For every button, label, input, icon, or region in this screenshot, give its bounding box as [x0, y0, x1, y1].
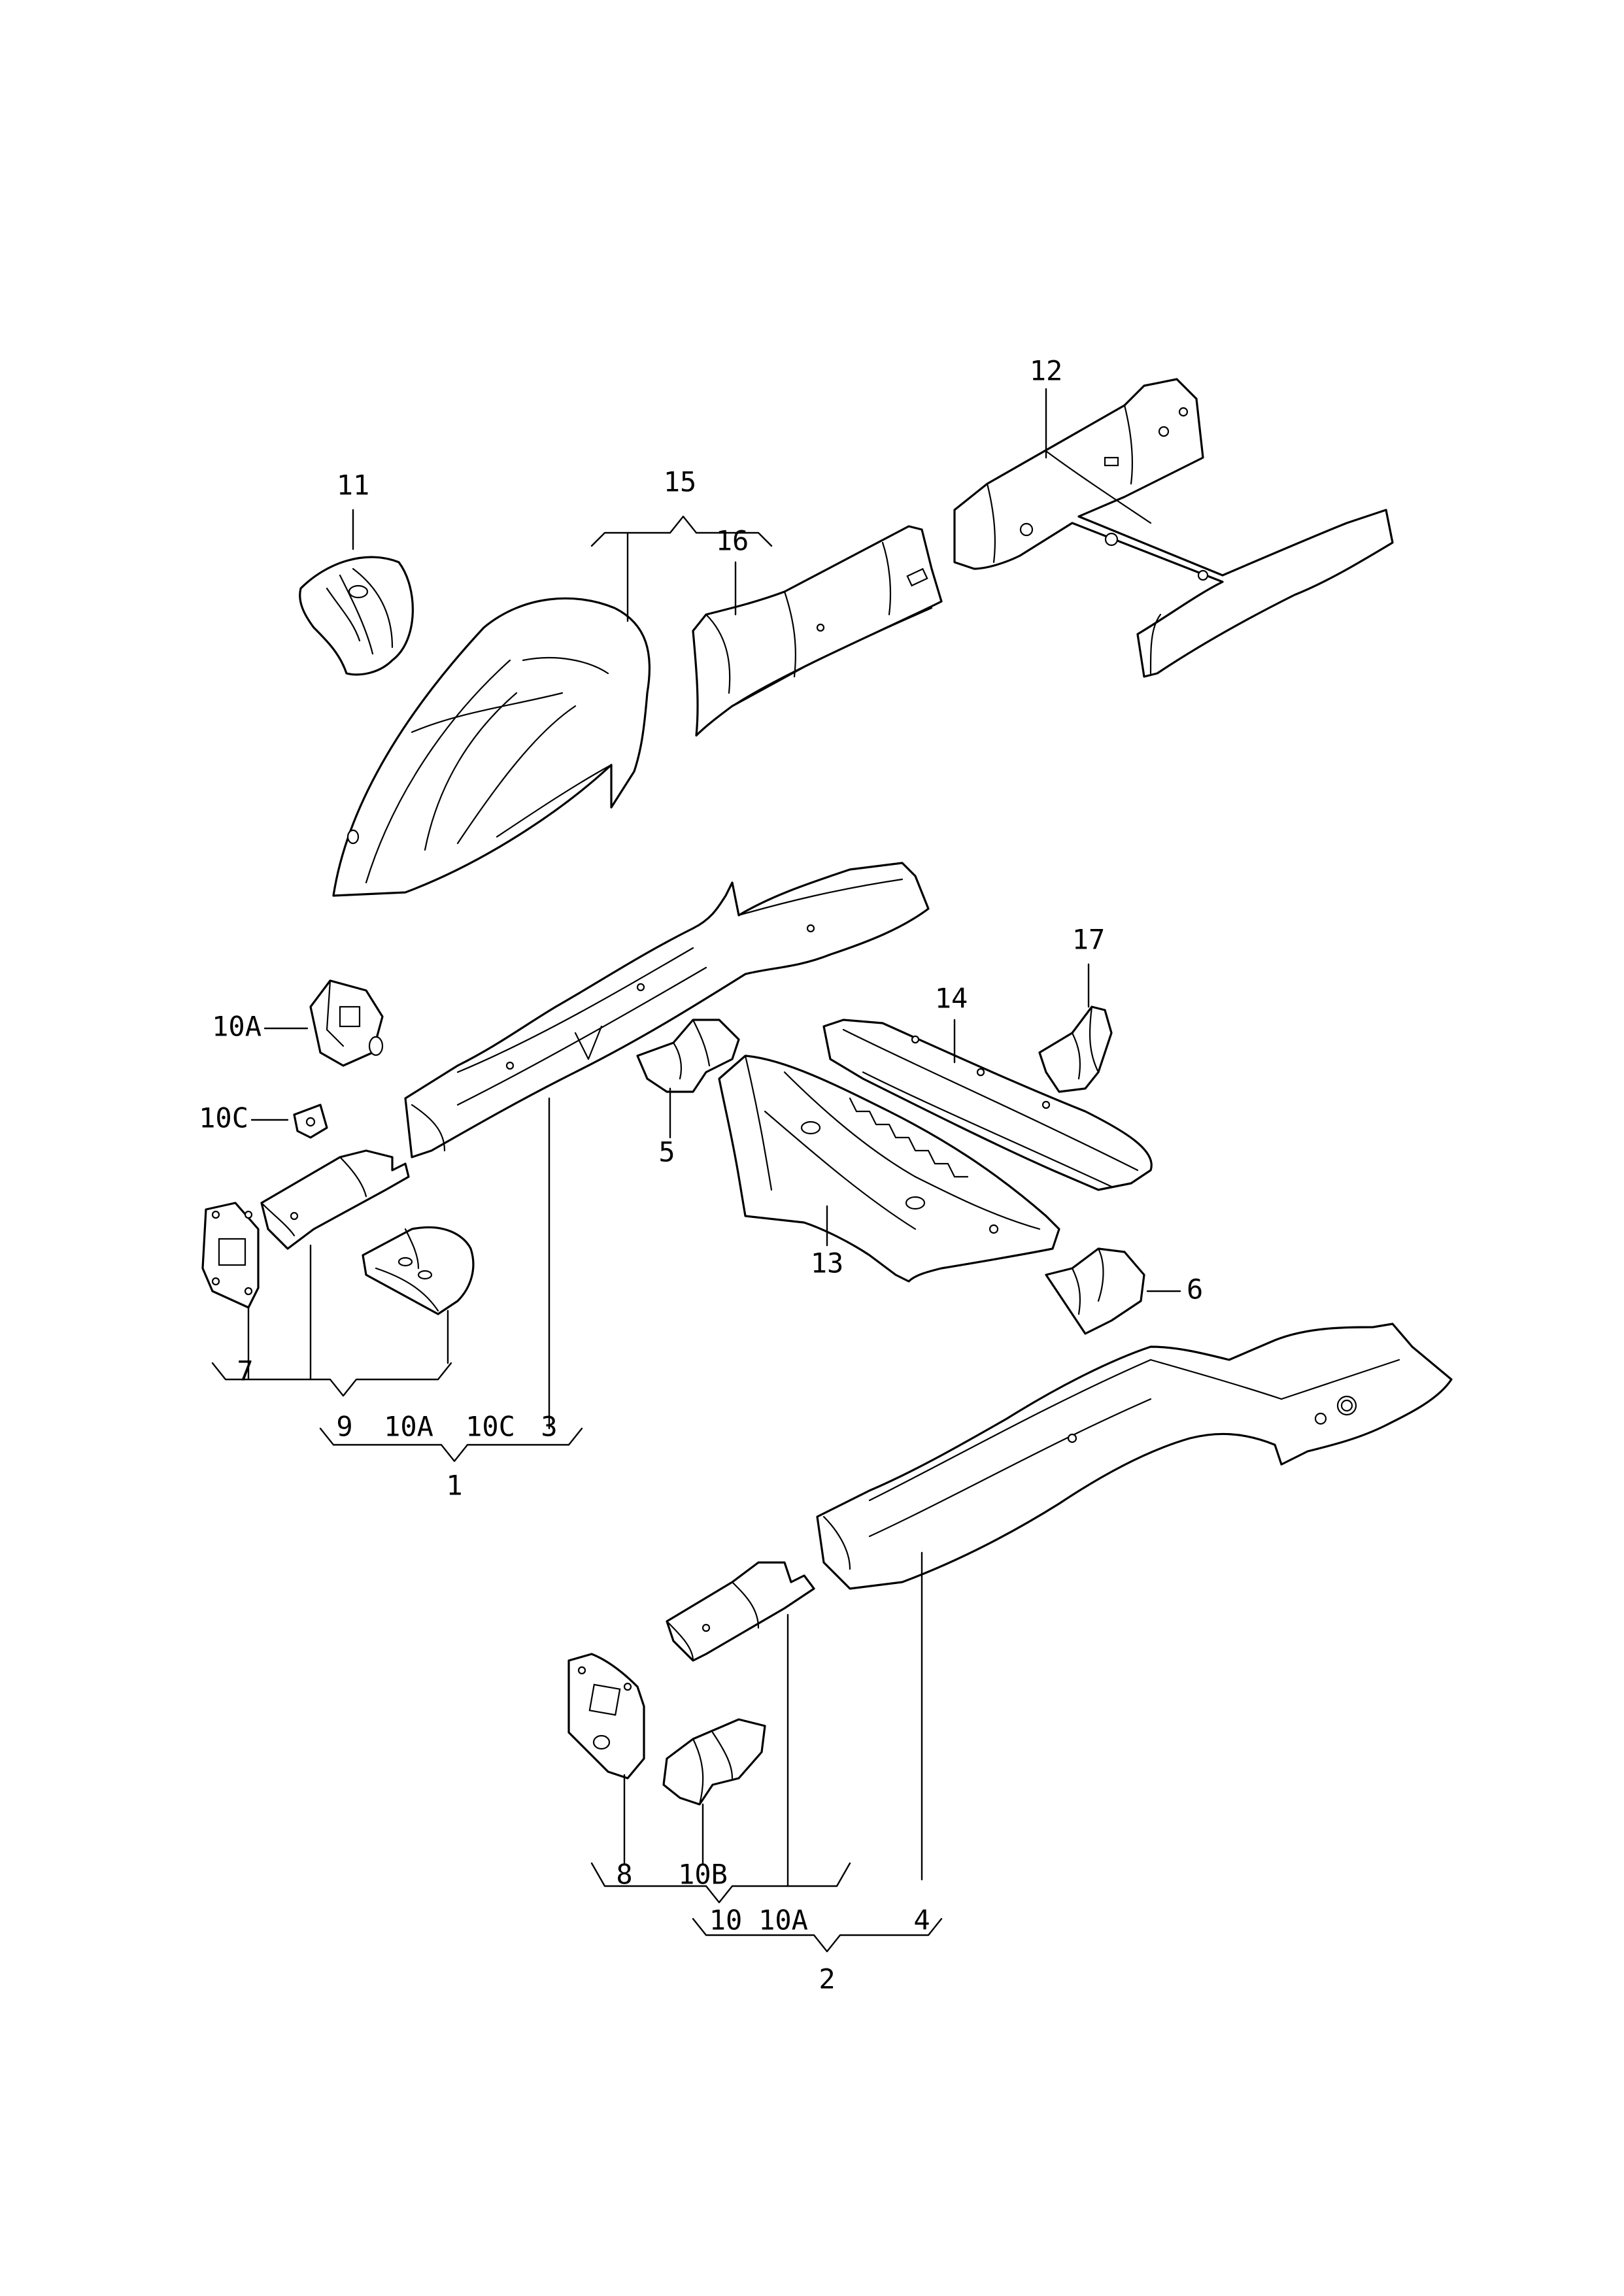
- callout-17: 17: [1072, 924, 1106, 956]
- callout-5: 5: [658, 1136, 675, 1168]
- part-9-channel: [260, 1149, 410, 1250]
- part-12-cross-member: [953, 378, 1394, 678]
- part-6-bracket: [1045, 1247, 1145, 1335]
- part-4-side-member: [816, 1323, 1453, 1590]
- callout-labels: 11 15 16 12 10A 10C 17 14 5 13 6 7 9 10A…: [199, 355, 1203, 1995]
- callout-15: 15: [664, 466, 697, 498]
- callout-10a-top: 10A: [212, 1011, 262, 1043]
- callout-1: 1: [446, 1470, 462, 1502]
- callout-10c-top: 10C: [199, 1102, 248, 1134]
- part-10a-channel: [666, 1561, 815, 1662]
- part-10b-bracket: [662, 1718, 766, 1806]
- callout-12: 12: [1030, 355, 1063, 387]
- part-8-plate: [567, 1653, 645, 1780]
- part-7-plate: [201, 1202, 260, 1309]
- callout-8: 8: [616, 1859, 632, 1891]
- callout-16: 16: [716, 525, 749, 557]
- callout-7: 7: [237, 1355, 253, 1387]
- callout-10a-group2: 10A: [758, 1904, 808, 1936]
- part-17-bracket: [1038, 1005, 1113, 1093]
- callout-13: 13: [811, 1247, 844, 1279]
- part-10c-plate: [293, 1104, 328, 1139]
- part-16-member: [692, 525, 943, 737]
- callout-6: 6: [1187, 1274, 1203, 1306]
- part-10a-wedge-bracket: [362, 1226, 475, 1315]
- callout-11: 11: [337, 469, 370, 501]
- callout-9: 9: [336, 1411, 352, 1443]
- callout-2: 2: [819, 1963, 835, 1995]
- part-11-bracket: [299, 556, 414, 676]
- part-14-cross-bar: [822, 1019, 1153, 1191]
- callout-10b: 10B: [678, 1859, 728, 1891]
- leader-lines: [211, 388, 1181, 1953]
- callout-10a-group1: 10A: [384, 1411, 433, 1443]
- part-3-side-member: [404, 862, 930, 1158]
- callout-10: 10: [709, 1904, 743, 1936]
- part-15-wheel-house: [332, 597, 651, 897]
- callout-3: 3: [541, 1411, 557, 1443]
- part-13-floor-panel: [718, 1055, 1060, 1283]
- callout-10c-group1: 10C: [465, 1411, 515, 1443]
- part-5-bracket: [636, 1019, 740, 1093]
- part-10a-bracket: [309, 979, 384, 1067]
- callout-4: 4: [913, 1904, 930, 1936]
- callout-14: 14: [935, 983, 968, 1015]
